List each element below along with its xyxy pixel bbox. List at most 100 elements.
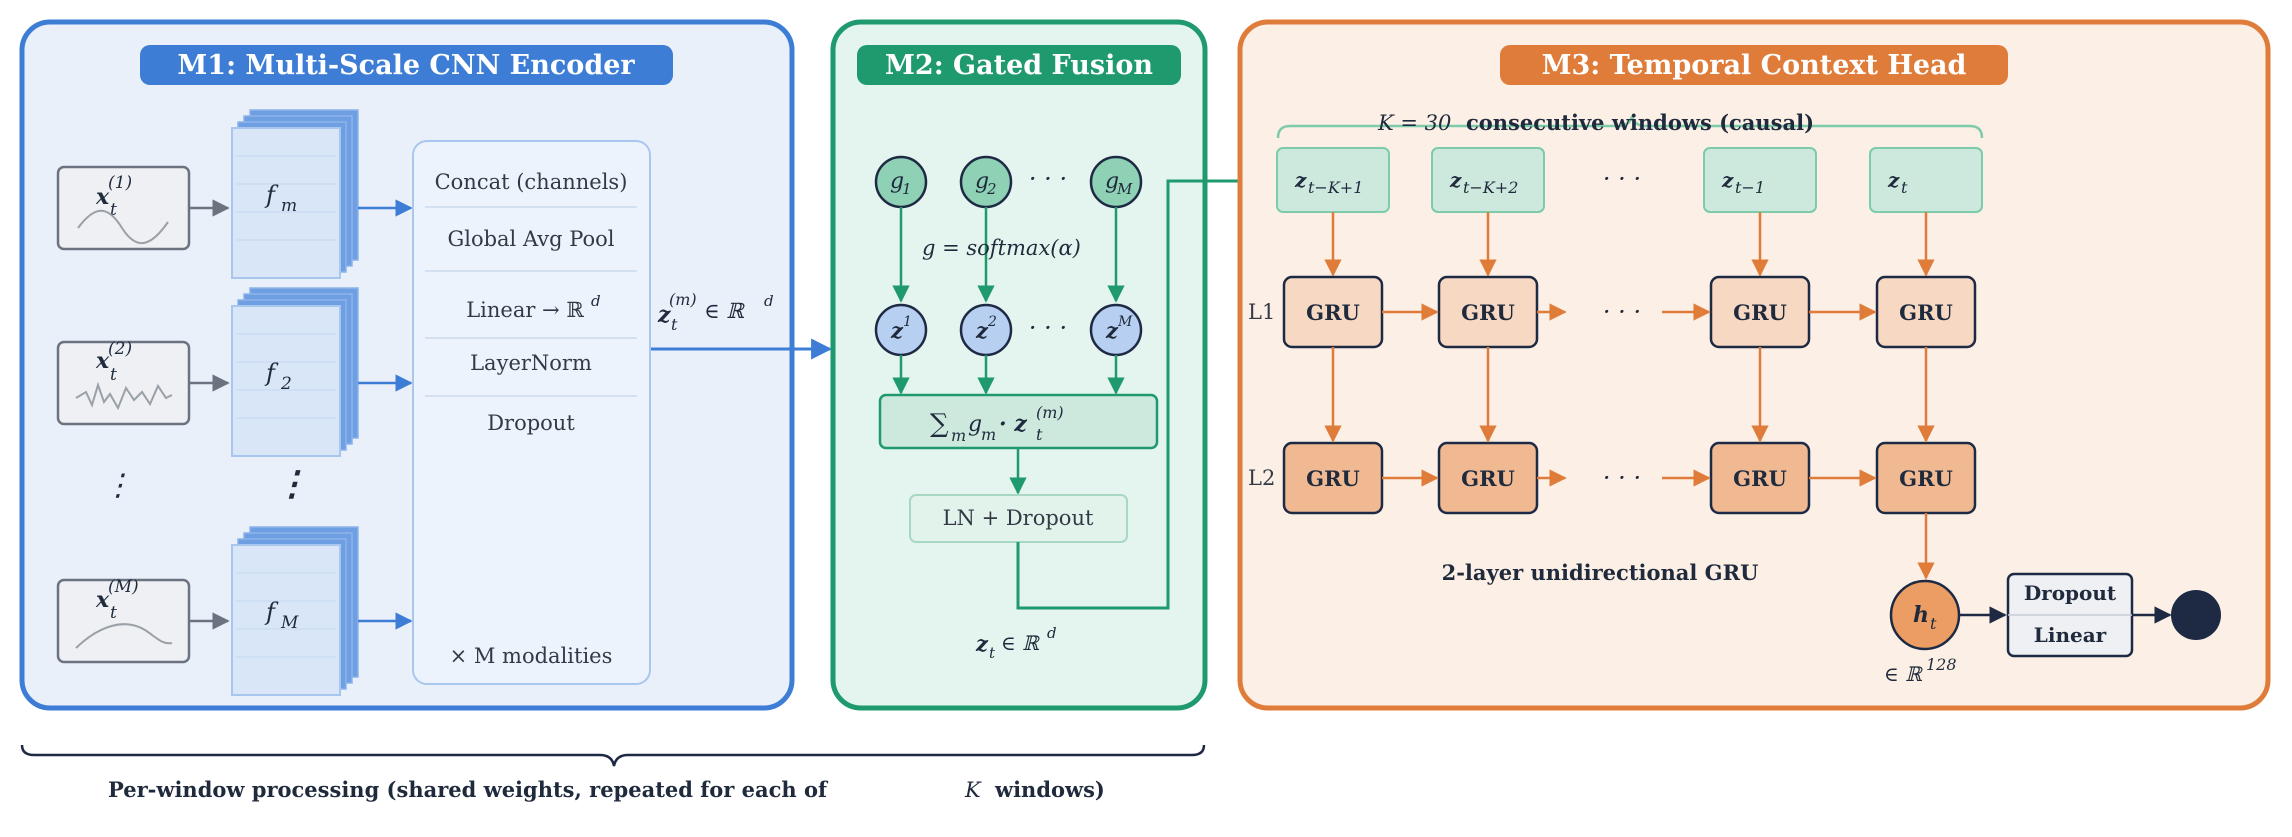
sum-index: m [951, 426, 966, 445]
svg-text:t: t [671, 315, 678, 334]
svg-text:z: z [890, 318, 904, 343]
svg-text:GRU: GRU [1899, 466, 1953, 491]
input-2-sub: t [110, 365, 117, 385]
m2-title: M2: Gated Fusion [885, 50, 1153, 81]
svg-text:2: 2 [987, 314, 997, 330]
svg-text:Per-window processing (shared: Per-window processing (shared weights, r… [108, 777, 829, 802]
svg-text:GRU: GRU [1461, 466, 1515, 491]
stack-concat: Concat (channels) [435, 170, 628, 194]
svg-text:GRU: GRU [1733, 466, 1787, 491]
filter-2-sub: 2 [280, 374, 292, 394]
svg-text:2: 2 [986, 180, 997, 198]
gru-l1-hdots: · · · [1603, 298, 1641, 326]
sum-z-sup: (m) [1036, 403, 1064, 422]
svg-text:M: M [1116, 180, 1133, 198]
m3-title: M3: Temporal Context Head [1542, 50, 1967, 81]
window-hdots: · · · [1603, 165, 1641, 193]
gates-hdots: · · · [1029, 165, 1067, 193]
svg-text:t: t [1901, 178, 1908, 197]
gate-node-3: gM [1089, 155, 1143, 209]
layer-label-2: L2 [1248, 466, 1275, 490]
output-head: Dropout Linear [2006, 572, 2134, 658]
gru-l2-cell-3: GRU [1709, 441, 1811, 515]
softmax-label: g = softmax(α) [922, 236, 1081, 260]
input-1-sup: (1) [108, 173, 132, 193]
svg-text:M: M [1117, 314, 1133, 330]
svg-text:∈ ℝ: ∈ ℝ [1001, 631, 1040, 655]
stack-layernorm: LayerNorm [470, 351, 592, 375]
windows-brace [1276, 115, 1984, 139]
filters-vdots: ⋮ [275, 464, 309, 504]
m3-panel: M3: Temporal Context Head K = 30 consecu… [1237, 19, 2271, 711]
windows-label: consecutive windows (causal) [1466, 110, 1814, 135]
m2-title-badge [857, 45, 1181, 85]
ln-dropout-box: LN + Dropout [909, 494, 1128, 543]
svg-text:g: g [968, 412, 982, 437]
gru-caption: 2-layer unidirectional GRU [1442, 560, 1759, 585]
footer-caption: Per-window processing (shared weights, r… [108, 777, 1105, 802]
footer-brace [20, 744, 1206, 767]
input-3-sub: t [110, 603, 117, 623]
gru-l2-cell-2: GRU [1437, 441, 1539, 515]
svg-text:∑: ∑ [930, 409, 949, 439]
m1-input-2: x (2) t [56, 339, 191, 426]
hidden-state-node: h t [1889, 579, 1961, 651]
m2-output-label: z t ∈ ℝ d [975, 624, 1057, 662]
head-dropout: Dropout [2024, 581, 2117, 605]
m1-panel: M1: Multi-Scale CNN Encoder x (1) t x (2… [19, 19, 795, 711]
svg-text:K: K [964, 778, 982, 802]
gru-l1-cell-3: GRU [1709, 275, 1811, 349]
inputs-vdots: ⋮ [103, 468, 133, 503]
svg-text:h: h [1913, 602, 1929, 628]
svg-text:∈ ℝ: ∈ ℝ [1884, 662, 1923, 686]
prediction-node: ŷ t [2171, 590, 2221, 640]
svg-text:t−1: t−1 [1735, 178, 1765, 197]
gru-l1-cell-1: GRU [1282, 275, 1384, 349]
svg-text:t: t [989, 644, 996, 662]
svg-text:128: 128 [1926, 655, 1957, 674]
svg-text:GRU: GRU [1461, 300, 1515, 325]
m1-input-3: x (M) t [56, 577, 191, 664]
m1-title: M1: Multi-Scale CNN Encoder [177, 50, 635, 81]
stack-linear: Linear → ℝ [466, 298, 584, 322]
svg-text:windows): windows) [994, 777, 1105, 802]
svg-text:1: 1 [902, 180, 912, 198]
waveform-2-icon [75, 381, 173, 411]
m3-title-badge [1500, 45, 2008, 85]
svg-text:d: d [764, 292, 774, 310]
svg-text:(m): (m) [669, 290, 697, 309]
head-linear: Linear [2034, 623, 2107, 647]
stack-gap: Global Avg Pool [447, 227, 614, 251]
svg-text:z: z [657, 302, 671, 328]
sum-z-sub: t [1036, 425, 1043, 444]
m1-output-label: z t (m) ∈ ℝ d [657, 290, 774, 334]
svg-text:z: z [1449, 168, 1462, 192]
hidden-state-space: ∈ ℝ 128 [1884, 655, 1957, 686]
input-2-symbol: x [95, 348, 110, 374]
svg-text:GRU: GRU [1733, 300, 1787, 325]
m1-title-badge [140, 45, 673, 85]
svg-text:LN + Dropout: LN + Dropout [943, 506, 1094, 530]
waveform-3-icon [75, 623, 173, 649]
input-1-symbol: x [95, 184, 110, 210]
svg-text:t−K+2: t−K+2 [1463, 178, 1518, 197]
svg-text:d: d [1047, 624, 1057, 642]
weighted-sum-box: ∑ m g m · z t (m) [878, 393, 1159, 450]
stack-linear-sup: d [591, 292, 601, 310]
svg-text:GRU: GRU [1306, 300, 1360, 325]
gru-l2-hdots: · · · [1603, 464, 1641, 492]
input-3-symbol: x [95, 587, 110, 613]
gate-node-1: g1 [874, 155, 928, 209]
gru-l2-cell-4: GRU [1875, 441, 1977, 515]
arrow-m2-m3 [1016, 170, 1278, 610]
svg-text:GRU: GRU [1899, 300, 1953, 325]
